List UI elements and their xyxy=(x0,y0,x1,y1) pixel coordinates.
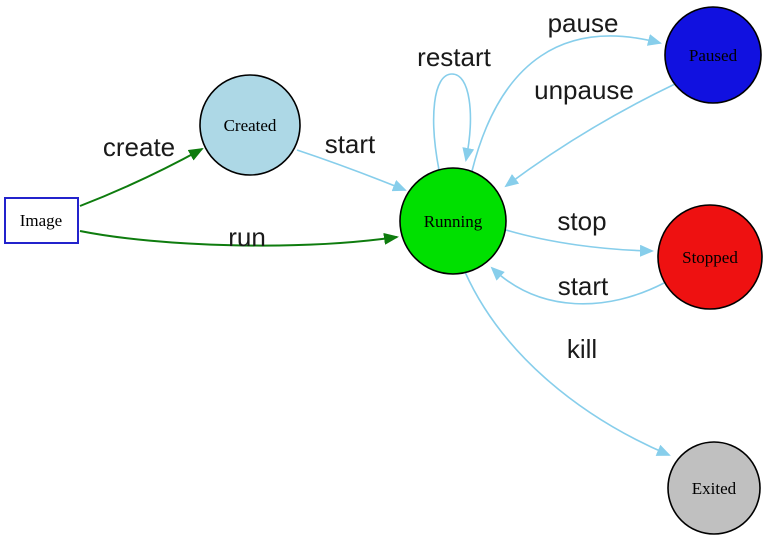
state-node-stopped: Stopped xyxy=(657,204,763,310)
running-node-label: Running xyxy=(424,212,483,231)
edge-stop-label: stop xyxy=(557,206,606,236)
exited-node-label: Exited xyxy=(692,479,737,498)
paused-node-circle xyxy=(664,6,762,104)
image-node-box xyxy=(4,197,79,244)
edge-start-from-stopped-label: start xyxy=(558,271,609,301)
state-node-created: Created xyxy=(199,74,301,176)
stopped-node-circle xyxy=(657,204,763,310)
edges-layer xyxy=(79,34,676,456)
edge-pause-arrow xyxy=(471,34,662,172)
edge-run-arrow xyxy=(79,230,399,247)
state-node-exited: Exited xyxy=(667,441,761,535)
edge-create-label: create xyxy=(103,132,175,162)
image-node-label: Image xyxy=(20,211,62,230)
running-node-circle xyxy=(399,167,507,275)
created-node-label: Created xyxy=(224,116,277,135)
nodes-layer: Image Created Running Paused Stopped Exi xyxy=(4,6,763,535)
edge-labels-layer: create run start restart pause unpause s… xyxy=(103,8,634,364)
edge-start-from-stopped-arrow xyxy=(490,266,665,305)
state-node-running: Running xyxy=(399,167,507,275)
edge-unpause-arrow xyxy=(504,83,676,188)
edge-kill-label: kill xyxy=(567,334,597,364)
edge-start-from-created-label: start xyxy=(325,129,376,159)
paused-node-label: Paused xyxy=(689,46,738,65)
created-node-circle xyxy=(199,74,301,176)
edge-restart-label: restart xyxy=(417,42,491,72)
edge-unpause-label: unpause xyxy=(534,75,634,105)
stopped-node-label: Stopped xyxy=(682,248,738,267)
exited-node-circle xyxy=(667,441,761,535)
state-node-paused: Paused xyxy=(664,6,762,104)
edge-kill-arrow xyxy=(464,271,671,456)
edge-restart-self-loop-arrow xyxy=(432,73,475,171)
state-node-image: Image xyxy=(4,197,79,244)
edge-start-from-created-arrow xyxy=(296,149,407,192)
edge-create-arrow xyxy=(79,148,204,207)
edge-run-label: run xyxy=(228,222,266,252)
edge-pause-label: pause xyxy=(548,8,619,38)
edge-stop-arrow xyxy=(505,229,654,257)
